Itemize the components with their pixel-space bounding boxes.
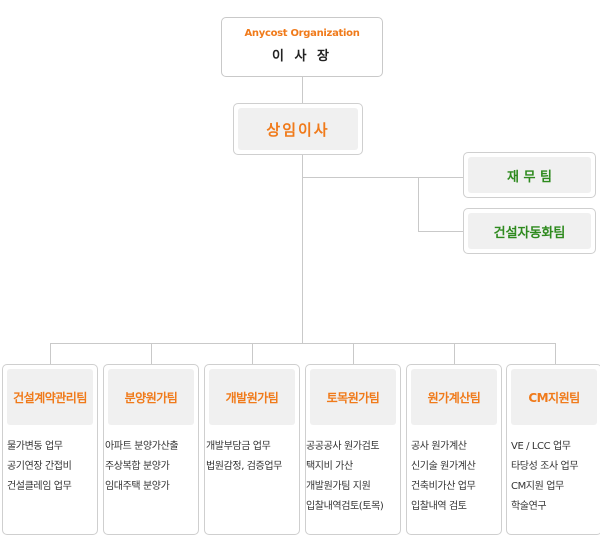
team-duty: 임대주택 분양가	[105, 481, 170, 492]
team-duty: CM지원 업무	[511, 481, 564, 492]
team-duty: 공기연장 간접비	[7, 461, 72, 472]
team-name: 개발원가팀	[209, 369, 295, 425]
team-duty: 아파트 분양가산출	[105, 441, 179, 452]
team-duty: 건설클레임 업무	[7, 481, 72, 492]
team-box: 분양원가팀 아파트 분양가산출 주상복합 분양가 임대주택 분양가	[103, 364, 199, 535]
team-duty: 입찰내역 검토	[411, 501, 467, 512]
connector-team-3	[252, 343, 253, 364]
team-duty: 학술연구	[511, 501, 547, 512]
team-duty: 물가변동 업무	[7, 441, 63, 452]
organization-name: Anycost Organization	[244, 28, 360, 39]
team-duty: VE / LCC 업무	[511, 441, 571, 452]
team-duty: 타당성 조사 업무	[511, 461, 579, 472]
team-duty: 주상복합 분양가	[105, 461, 170, 472]
connector-team-5	[454, 343, 455, 364]
team-duty: 공공공사 원가검토	[306, 441, 380, 452]
connector-team-2	[151, 343, 152, 364]
team-name: 건설계약관리팀	[7, 369, 93, 425]
team-box: 토목원가팀 공공공사 원가검토 택지비 가산 개발원가팀 지원 입찰내역검토(토…	[305, 364, 401, 535]
connector-vice-trunk	[302, 155, 303, 343]
connector-teams-horizontal	[50, 343, 555, 344]
connector-side-horizontal	[302, 177, 463, 178]
team-duty: 개발원가팀 지원	[306, 481, 371, 492]
side-unit-label: 재 무 팀	[468, 157, 591, 193]
team-box: 개발원가팀 개발부담금 업무 법원감정, 검증업무	[204, 364, 300, 535]
connector-team-4	[353, 343, 354, 364]
side-unit-automation: 건설자동화팀	[463, 208, 596, 254]
vice-title: 상임이사	[238, 108, 358, 150]
team-box: CM지원팀 VE / LCC 업무 타당성 조사 업무 CM지원 업무 학술연구	[506, 364, 600, 535]
team-name: 원가계산팀	[411, 369, 497, 425]
chairman-box: Anycost Organization 이 사 장	[221, 17, 383, 77]
team-name: 토목원가팀	[310, 369, 396, 425]
team-name: CM지원팀	[511, 369, 597, 425]
connector-team-1	[50, 343, 51, 364]
team-name: 분양원가팀	[108, 369, 194, 425]
connector-side-vertical	[418, 177, 419, 231]
side-unit-label: 건설자동화팀	[468, 213, 591, 249]
team-duty: 법원감정, 검증업무	[206, 461, 282, 472]
team-duty: 입찰내역검토(토목)	[306, 501, 384, 512]
chairman-title: 이 사 장	[272, 49, 332, 64]
team-box: 원가계산팀 공사 원가계산 신기술 원가계산 건축비가산 업무 입찰내역 검토	[406, 364, 502, 535]
team-duty: 공사 원가계산	[411, 441, 467, 452]
team-duty: 신기술 원가계산	[411, 461, 476, 472]
team-box: 건설계약관리팀 물가변동 업무 공기연장 간접비 건설클레임 업무	[2, 364, 98, 535]
team-duty: 택지비 가산	[306, 461, 353, 472]
team-duty: 건축비가산 업무	[411, 481, 476, 492]
connector-side-lower	[418, 231, 463, 232]
connector-team-6	[555, 343, 556, 364]
team-duty: 개발부담금 업무	[206, 441, 271, 452]
connector-chairman-vice	[302, 77, 303, 103]
vice-box: 상임이사	[233, 103, 363, 155]
side-unit-finance: 재 무 팀	[463, 152, 596, 198]
